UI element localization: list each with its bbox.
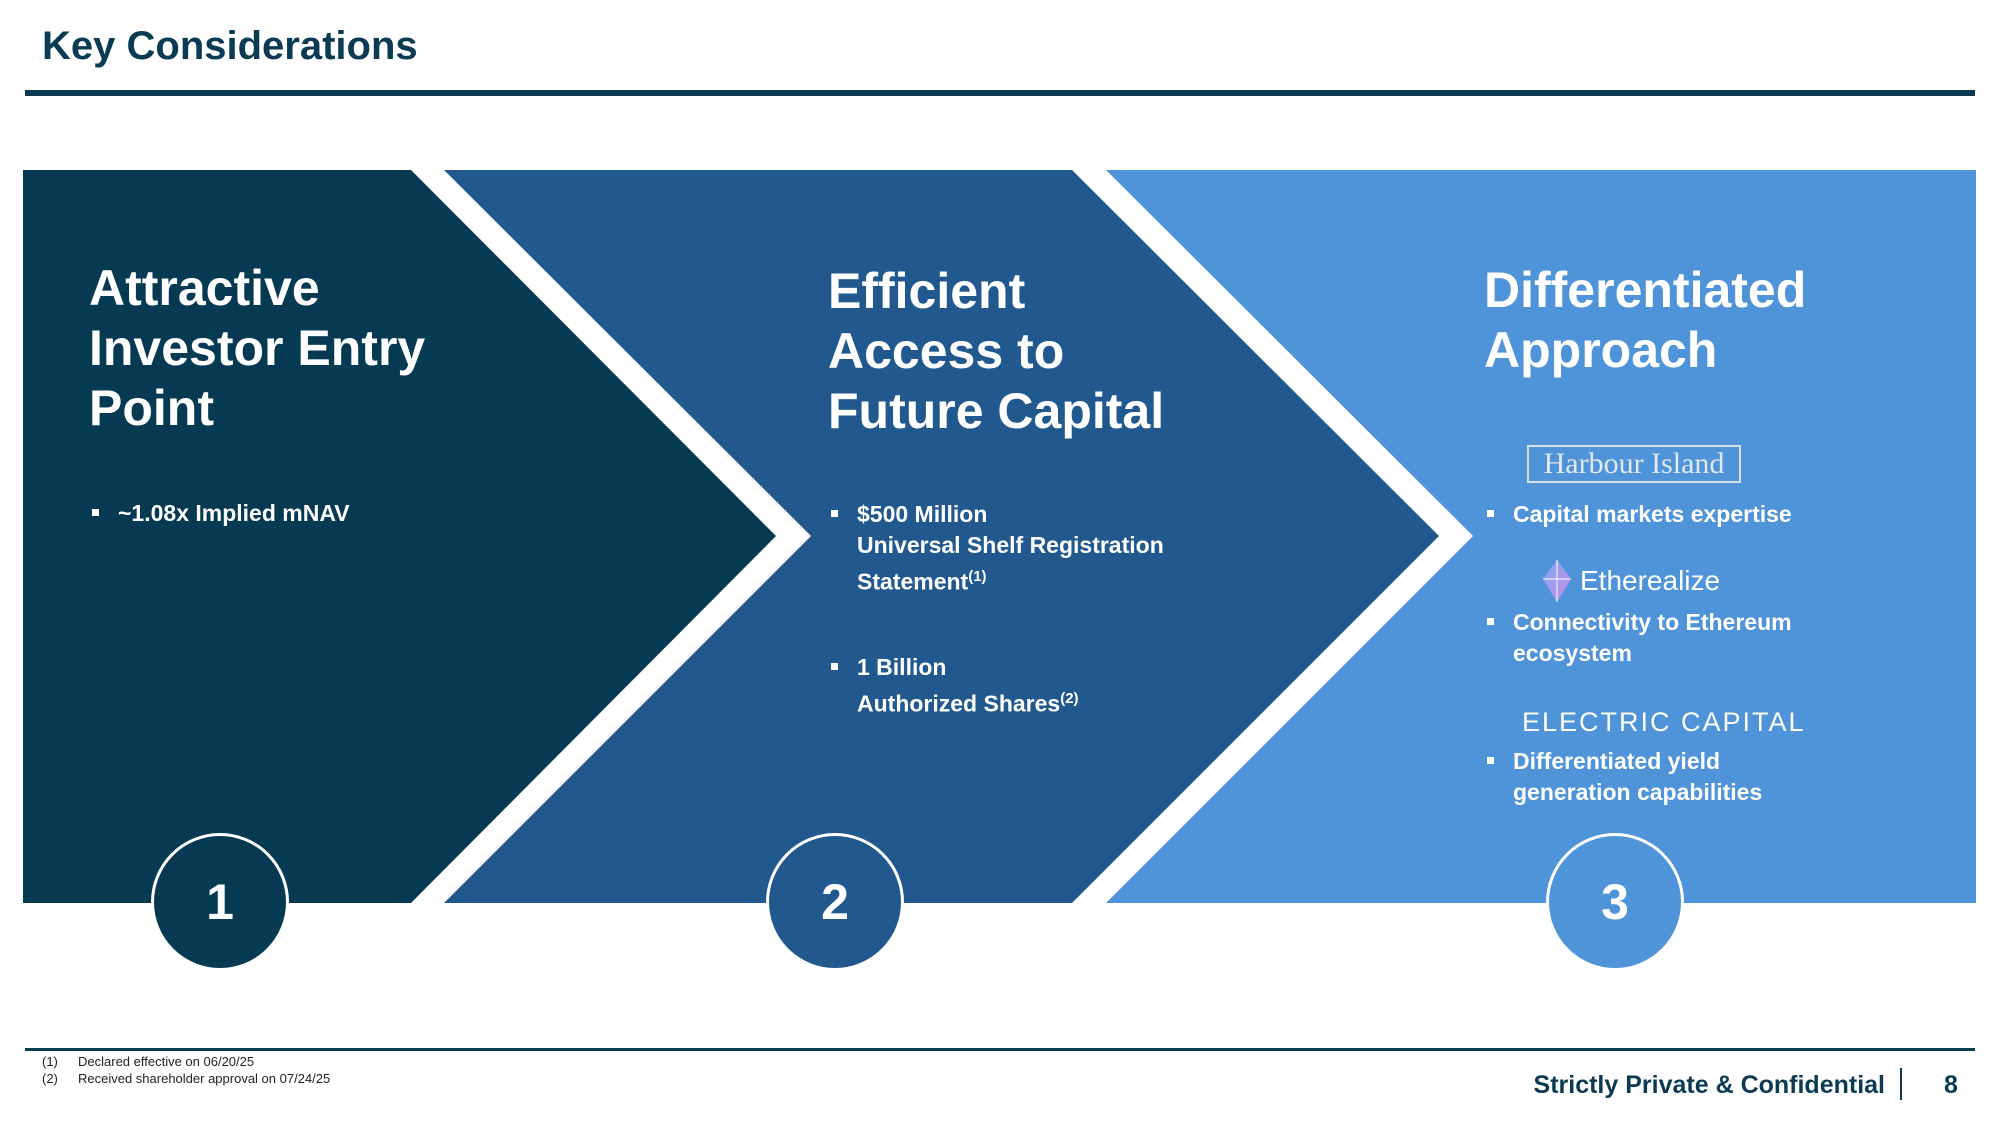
- bullet-text: Capital markets expertise: [1513, 501, 1792, 527]
- chevron-panel-1: [23, 170, 776, 903]
- step-number-2: 2: [766, 833, 904, 971]
- footnote: (1) Declared effective on 06/20/25: [42, 1054, 254, 1069]
- bullet-icon: [831, 510, 838, 517]
- step-number-1: 1: [151, 833, 289, 971]
- page-number: 8: [1944, 1071, 1958, 1099]
- bullet-line: Statement: [857, 568, 969, 595]
- heading-line: Approach: [1484, 322, 1718, 378]
- footnote-ref: (1): [968, 568, 987, 585]
- etherealize-logo: Etherealize: [1542, 560, 1720, 602]
- bullet-line: 1 Billion: [857, 654, 947, 680]
- page-title: Key Considerations: [42, 24, 418, 68]
- etherealize-wordmark: Etherealize: [1580, 565, 1721, 596]
- bullet-item: ~1.08x Implied mNAV: [89, 498, 350, 529]
- bullet-item: $500 Million Universal Shelf Registratio…: [828, 499, 1164, 598]
- bullet-icon: [831, 663, 838, 670]
- ethereum-diamond-icon: [1543, 560, 1571, 602]
- bullet-line: Universal Shelf Registration: [857, 532, 1164, 558]
- heading-line: Differentiated: [1484, 262, 1807, 318]
- bullet-line: generation capabilities: [1513, 779, 1763, 805]
- bullet-icon: [1487, 757, 1494, 764]
- panel-2-heading: Efficient Access to Future Capital: [828, 261, 1164, 441]
- chevron-panel-2: [444, 170, 1439, 903]
- footer-separator: [1900, 1068, 1902, 1100]
- bullet-item: Connectivity to Ethereum ecosystem: [1484, 607, 1792, 669]
- footnote-text: Received shareholder approval on 07/24/2…: [78, 1071, 331, 1086]
- electric-capital-logo: ELECTRIC CAPITAL: [1522, 707, 1806, 737]
- chevron-panel-3: [1106, 170, 1976, 903]
- harbour-island-logo: Harbour Island: [1527, 445, 1741, 483]
- header-divider: [25, 90, 1975, 96]
- bullet-icon: [1487, 618, 1494, 625]
- bullet-item: Differentiated yield generation capabili…: [1484, 746, 1762, 808]
- bullet-text: $500 Million Universal Shelf Registratio…: [857, 499, 1164, 598]
- footnote-marker: (1): [42, 1054, 58, 1069]
- bullet-text: Differentiated yield generation capabili…: [1513, 746, 1762, 808]
- panel-3-heading: Differentiated Approach: [1484, 260, 1806, 380]
- bullet-text: Connectivity to Ethereum ecosystem: [1513, 607, 1792, 669]
- bullet-item: 1 Billion Authorized Shares(2): [828, 652, 1079, 720]
- bullet-line: ecosystem: [1513, 640, 1632, 666]
- heading-line: Point: [89, 380, 214, 436]
- step-number-3: 3: [1546, 833, 1684, 971]
- bullet-text: ~1.08x Implied mNAV: [118, 500, 350, 526]
- bullet-line: Authorized Shares: [857, 690, 1061, 717]
- heading-line: Investor Entry: [89, 320, 426, 376]
- footer-divider: [25, 1048, 1975, 1051]
- heading-line: Attractive: [89, 260, 320, 316]
- panel-1-heading: Attractive Investor Entry Point: [89, 258, 425, 438]
- bullet-line: Connectivity to Ethereum: [1513, 609, 1792, 635]
- confidentiality-label: Strictly Private & Confidential: [1533, 1071, 1885, 1099]
- heading-line: Future Capital: [828, 383, 1165, 439]
- footnote: (2) Received shareholder approval on 07/…: [42, 1071, 330, 1086]
- footnote-marker: (2): [42, 1071, 58, 1086]
- bullet-line: Differentiated yield: [1513, 748, 1721, 774]
- bullet-line: $500 Million: [857, 501, 988, 527]
- footnote-text: Declared effective on 06/20/25: [78, 1054, 255, 1069]
- bullet-item: Capital markets expertise: [1484, 499, 1792, 530]
- bullet-icon: [92, 509, 99, 516]
- bullet-icon: [1487, 510, 1494, 517]
- heading-line: Access to: [828, 323, 1065, 379]
- footnote-ref: (2): [1060, 690, 1079, 707]
- bullet-text: 1 Billion Authorized Shares(2): [857, 652, 1079, 720]
- heading-line: Efficient: [828, 263, 1026, 319]
